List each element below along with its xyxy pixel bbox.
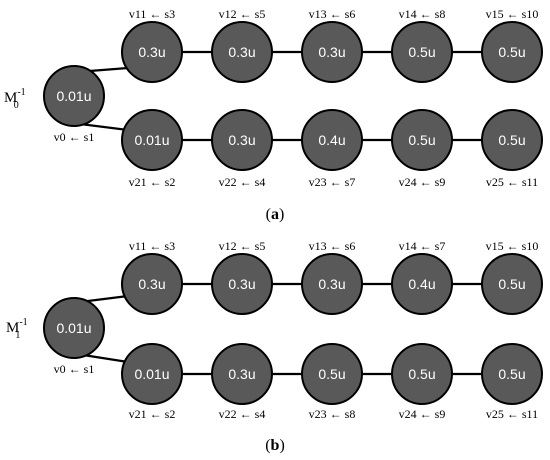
bottom-node-label: v25 ← s11 bbox=[486, 175, 538, 189]
panel-b: M-1 1 0.01u v0 ← s1 v11 ← s3 0.3u v12 ← s… bbox=[6, 239, 543, 454]
top-node-value: 0.3u bbox=[228, 276, 255, 292]
panel-caption-close: ) bbox=[279, 206, 284, 223]
top-node bbox=[121, 253, 183, 315]
matrix-label-sup: -1 bbox=[17, 87, 25, 98]
top-node-label: v14 ← s7 bbox=[399, 239, 446, 253]
top-node-label: v14 ← s8 bbox=[399, 7, 446, 21]
top-node-value: 0.3u bbox=[228, 44, 255, 60]
root-node bbox=[43, 297, 105, 359]
top-node bbox=[301, 21, 363, 83]
root-node bbox=[43, 65, 105, 127]
top-node-label: v12 ← s5 bbox=[219, 7, 266, 21]
bottom-node-label: v21 ← s2 bbox=[129, 407, 176, 421]
matrix-label-base: M bbox=[6, 320, 19, 336]
bottom-node bbox=[121, 343, 183, 405]
matrix-label: M-1 0 bbox=[4, 87, 26, 111]
bottom-node bbox=[211, 109, 273, 171]
bottom-node-value: 0.5u bbox=[408, 132, 435, 148]
top-node-label: v11 ← s3 bbox=[129, 7, 175, 21]
bottom-node bbox=[481, 109, 543, 171]
root-node-value: 0.01u bbox=[56, 320, 91, 336]
bottom-node-value: 0.3u bbox=[228, 132, 255, 148]
top-node-label: v11 ← s3 bbox=[129, 239, 175, 253]
bottom-node-label: v21 ← s2 bbox=[129, 175, 176, 189]
top-node bbox=[211, 253, 273, 315]
top-node bbox=[391, 21, 453, 83]
bottom-node-value: 0.5u bbox=[498, 366, 525, 382]
bottom-node-label: v23 ← s7 bbox=[309, 175, 356, 189]
root-node-label: v0 ← s1 bbox=[54, 362, 95, 376]
matrix-label-sub: 1 bbox=[15, 330, 20, 341]
top-node-value: 0.3u bbox=[138, 44, 165, 60]
bottom-node-value: 0.01u bbox=[134, 132, 169, 148]
panel-caption-close: ) bbox=[279, 437, 284, 454]
panel-caption-letter: b bbox=[271, 437, 280, 454]
panel-caption: (a) bbox=[266, 206, 285, 223]
top-node-value: 0.3u bbox=[318, 276, 345, 292]
top-node bbox=[211, 21, 273, 83]
panel-caption: (b) bbox=[265, 437, 285, 454]
bottom-node-label: v22 ← s4 bbox=[219, 407, 266, 421]
root-node-label: v0 ← s1 bbox=[54, 130, 95, 144]
bottom-node-value: 0.5u bbox=[318, 366, 345, 382]
top-node-value: 0.3u bbox=[138, 276, 165, 292]
bottom-node-value: 0.01u bbox=[134, 366, 169, 382]
top-node-value: 0.4u bbox=[408, 276, 435, 292]
top-node-label: v13 ← s6 bbox=[309, 239, 356, 253]
root-node-value: 0.01u bbox=[56, 88, 91, 104]
bottom-node bbox=[211, 343, 273, 405]
top-node-label: v15 ← s10 bbox=[486, 239, 539, 253]
top-node-value: 0.5u bbox=[498, 44, 525, 60]
matrix-label-sub: 0 bbox=[14, 100, 19, 111]
bottom-node bbox=[391, 343, 453, 405]
bottom-node bbox=[121, 109, 183, 171]
bottom-node-value: 0.5u bbox=[408, 366, 435, 382]
top-node-value: 0.5u bbox=[408, 44, 435, 60]
bottom-node bbox=[301, 343, 363, 405]
top-node-label: v15 ← s10 bbox=[486, 7, 539, 21]
bottom-node-label: v23 ← s8 bbox=[309, 407, 356, 421]
bottom-node-value: 0.5u bbox=[498, 132, 525, 148]
top-node bbox=[481, 21, 543, 83]
panel-a: M-1 0 0.01u v0 ← s1 v11 ← s3 0.3u v12 ← s… bbox=[4, 7, 543, 223]
matrix-label-base: M bbox=[4, 90, 17, 106]
bottom-node bbox=[481, 343, 543, 405]
top-node bbox=[301, 253, 363, 315]
top-node-value: 0.3u bbox=[318, 44, 345, 60]
top-node-label: v12 ← s5 bbox=[219, 239, 266, 253]
bottom-node-label: v25 ← s11 bbox=[486, 407, 538, 421]
top-node bbox=[391, 253, 453, 315]
bottom-node bbox=[391, 109, 453, 171]
panel-caption-open: ( bbox=[265, 437, 270, 454]
bottom-node-label: v22 ← s4 bbox=[219, 175, 266, 189]
matrix-label-sup: -1 bbox=[19, 317, 27, 328]
bottom-node bbox=[301, 109, 363, 171]
top-node bbox=[481, 253, 543, 315]
matrix-label: M-1 1 bbox=[6, 317, 28, 341]
top-node bbox=[121, 21, 183, 83]
panel-caption-open: ( bbox=[266, 206, 271, 223]
panel-caption-letter: a bbox=[271, 206, 279, 223]
bottom-node-value: 0.3u bbox=[228, 366, 255, 382]
top-node-label: v13 ← s6 bbox=[309, 7, 356, 21]
bottom-node-value: 0.4u bbox=[318, 132, 345, 148]
bottom-node-label: v24 ← s9 bbox=[399, 407, 446, 421]
top-node-value: 0.5u bbox=[498, 276, 525, 292]
bottom-node-label: v24 ← s9 bbox=[399, 175, 446, 189]
